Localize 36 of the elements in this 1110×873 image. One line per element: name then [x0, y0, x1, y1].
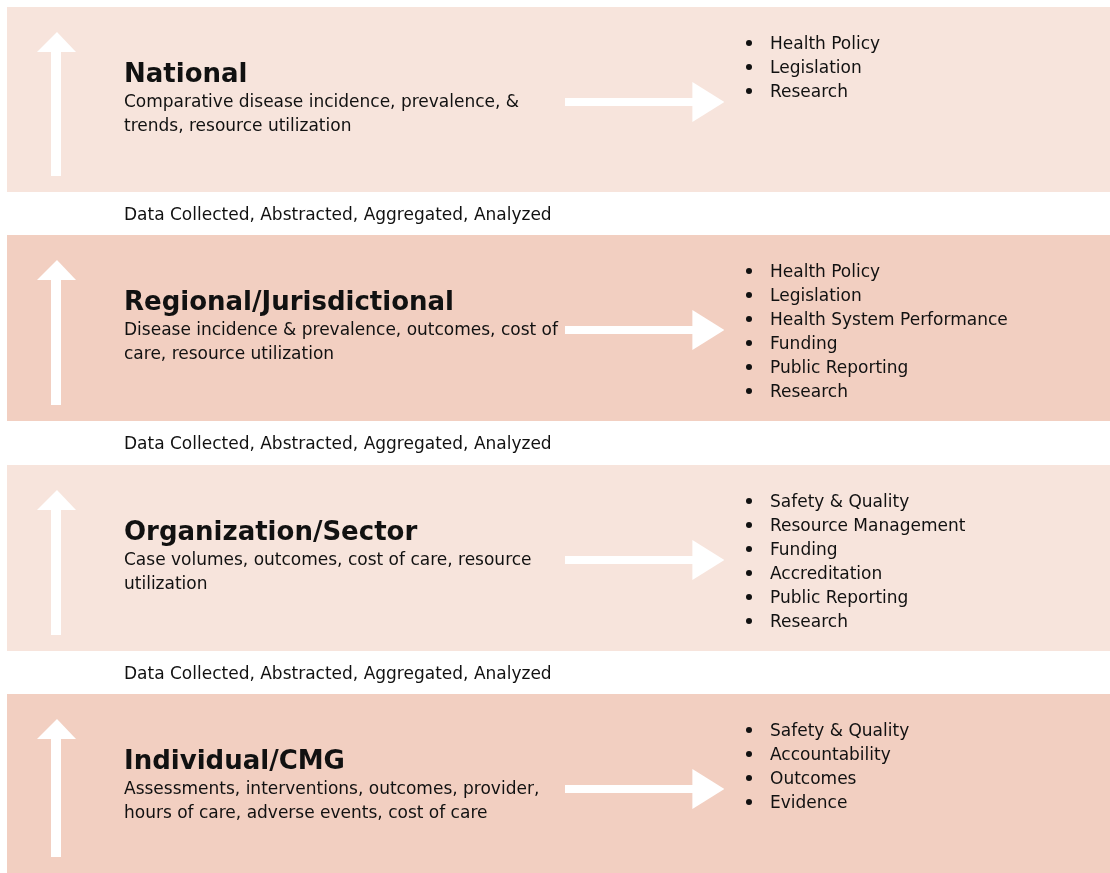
- list-item: Research: [770, 381, 848, 401]
- list-item: Outcomes: [770, 768, 857, 788]
- level-heading: Organization/Sector: [124, 515, 418, 547]
- list-item: Funding: [770, 539, 838, 559]
- list-item: Resource Management: [770, 515, 966, 535]
- level-heading: Individual/CMG: [124, 744, 345, 776]
- stage-label: Data Collected, Abstracted, Aggregated, Analyzed: [124, 203, 552, 226]
- list-item: Accountability: [770, 744, 891, 764]
- level-description: Case volumes, outcomes, cost of care, resource utilization: [124, 548, 533, 595]
- list-item: Research: [770, 81, 848, 101]
- list-item: Health Policy: [770, 261, 881, 281]
- level-description: Assessments, interventions, outcomes, provider, hours of care, adverse events, cost of care: [124, 777, 541, 824]
- level-heading: National: [124, 57, 248, 89]
- list-item: Legislation: [770, 285, 862, 305]
- band-background: [7, 465, 1110, 651]
- list-item: Public Reporting: [770, 587, 909, 607]
- level-heading: Regional/Jurisdictional: [124, 285, 454, 317]
- stage-label: Data Collected, Abstracted, Aggregated, Analyzed: [124, 432, 552, 455]
- list-item: Health System Performance: [770, 309, 1008, 329]
- list-item: Safety & Quality: [770, 720, 910, 740]
- level-description: Comparative disease incidence, prevalence, & trends, resource utilization: [124, 90, 521, 137]
- band-background: [7, 235, 1110, 421]
- list-item: Legislation: [770, 57, 862, 77]
- stage-label: Data Collected, Abstracted, Aggregated, Analyzed: [124, 662, 552, 685]
- band-background: [7, 694, 1110, 873]
- arrow: [565, 540, 725, 580]
- arrow: [565, 82, 725, 122]
- list-item: Public Reporting: [770, 357, 909, 377]
- list-item: Research: [770, 611, 848, 631]
- band-background: [7, 7, 1110, 192]
- list-item: Funding: [770, 333, 838, 353]
- list-item: Health Policy: [770, 33, 881, 53]
- level-description: Disease incidence & prevalence, outcomes, cost of care, resource utilization: [124, 318, 560, 365]
- list-item: Safety & Quality: [770, 491, 910, 511]
- list-item: Accreditation: [770, 563, 883, 583]
- list-item: Evidence: [770, 792, 848, 812]
